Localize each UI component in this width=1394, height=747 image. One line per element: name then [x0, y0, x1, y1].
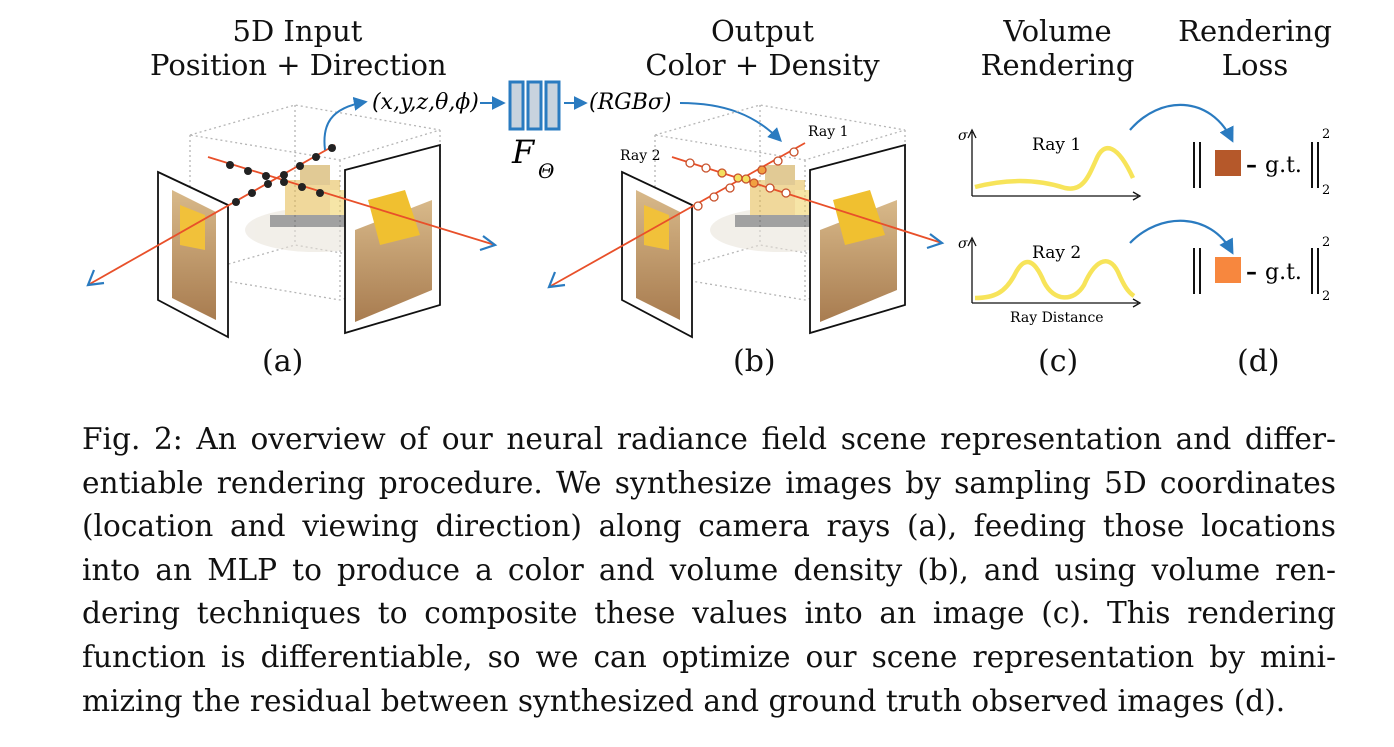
- lego-yellow-right-a: [368, 190, 420, 245]
- caption-line: into an MLP to produce a color and volum…: [82, 552, 1336, 587]
- plot2-ray-label: Ray 2: [1032, 243, 1081, 263]
- panel-d-loss: – g.t. 2 2 – g.t. 2 2: [1129, 103, 1330, 304]
- ray-red-a2: [87, 144, 336, 286]
- plot2-density-curve: [974, 259, 1136, 301]
- sample-points-a: [226, 144, 336, 206]
- header-d-line2: Loss: [1221, 48, 1289, 82]
- plot1-density-curve: [974, 146, 1136, 191]
- caption-line: (location and viewing direction) along c…: [82, 509, 1336, 544]
- header-d-line1: Rendering: [1178, 14, 1332, 48]
- header-c-line2: Rendering: [980, 48, 1135, 82]
- plot1-sigma: σ: [958, 128, 968, 144]
- panel-c-plots: σ Ray 1 σ Ray 2 Ray Distance: [958, 128, 1142, 326]
- lego-yellow-a: [180, 205, 205, 250]
- gt-label-1: g.t.: [1265, 153, 1302, 178]
- plot2-sigma: σ: [958, 236, 968, 252]
- predicted-color-2: [1215, 257, 1241, 283]
- caption-line: Fig. 2: An overview of our neural radian…: [82, 422, 1336, 456]
- panel-label-c: (c): [1038, 344, 1079, 379]
- norm-sub-2: 2: [1322, 289, 1330, 304]
- network-symbol: F: [511, 133, 536, 171]
- ray-red-a1: [207, 156, 496, 246]
- ray-arrow-a1: [479, 235, 498, 252]
- caption-line: entiable rendering procedure. We synthes…: [82, 465, 1336, 500]
- norm-sub-1: 2: [1322, 183, 1330, 198]
- caption-line: mizing the residual between synthesized …: [82, 683, 1286, 718]
- figure-drawing: (x,y,z,θ,ϕ) F Θ (RGBσ): [86, 80, 1330, 339]
- header-a-line2: Position + Direction: [150, 48, 447, 82]
- ray1-label-b: Ray 1: [808, 124, 848, 140]
- header-d: Rendering Loss: [1175, 14, 1335, 82]
- panel-label-b: (b): [733, 344, 776, 379]
- output-vector-label: (RGBσ): [589, 90, 672, 115]
- plot1-ray-label: Ray 1: [1032, 135, 1081, 155]
- image-photo-left-b: [636, 190, 680, 320]
- header-b-line1: Output: [710, 14, 814, 48]
- network-subscript: Θ: [538, 159, 554, 183]
- header-b-line2: Color + Density: [645, 48, 880, 82]
- header-a-line1: 5D Input: [232, 14, 363, 48]
- loss-arrow-1: [1129, 103, 1234, 143]
- header-c: Volume Rendering: [975, 14, 1140, 82]
- header-c-line1: Volume: [1003, 14, 1112, 48]
- sample-points-b: [685, 147, 799, 211]
- minus-1: –: [1246, 152, 1257, 178]
- figure-caption: Fig. 2: An overview of our neural radian…: [82, 418, 1336, 723]
- image-photo-left-a: [172, 190, 216, 320]
- ray-distance-label: Ray Distance: [1010, 310, 1104, 326]
- panel-label-d: (d): [1237, 344, 1280, 379]
- predicted-color-1: [1215, 150, 1241, 176]
- panel-a-scene: [86, 96, 498, 339]
- input-arrow: [323, 96, 368, 151]
- norm-sup-1: 2: [1322, 127, 1330, 142]
- panel-label-a: (a): [262, 344, 304, 379]
- ray-arrow-b1: [926, 233, 945, 250]
- norm-sup-2: 2: [1322, 235, 1330, 250]
- minus-2: –: [1246, 259, 1257, 285]
- gt-label-2: g.t.: [1265, 260, 1302, 285]
- header-a: 5D Input Position + Direction: [150, 14, 447, 82]
- output-arrow: [679, 102, 782, 142]
- network-mlp: [508, 80, 561, 131]
- caption-line: function is differentiable, so we can op…: [82, 639, 1336, 674]
- input-vector-label: (x,y,z,θ,ϕ): [372, 90, 479, 115]
- ray-red-b1: [671, 156, 943, 244]
- ray-arrow-a2: [86, 269, 105, 287]
- nerf-overview-figure: 5D Input Position + Direction Output Col…: [86, 14, 1335, 379]
- ray2-label-b: Ray 2: [620, 148, 660, 164]
- ray-arrow-b2: [547, 271, 566, 289]
- header-b: Output Color + Density: [640, 14, 885, 82]
- loss-arrow-2: [1129, 219, 1234, 255]
- caption-line: dering techniques to composite these val…: [82, 596, 1336, 631]
- panel-b-scene: Ray 1 Ray 2: [547, 104, 945, 339]
